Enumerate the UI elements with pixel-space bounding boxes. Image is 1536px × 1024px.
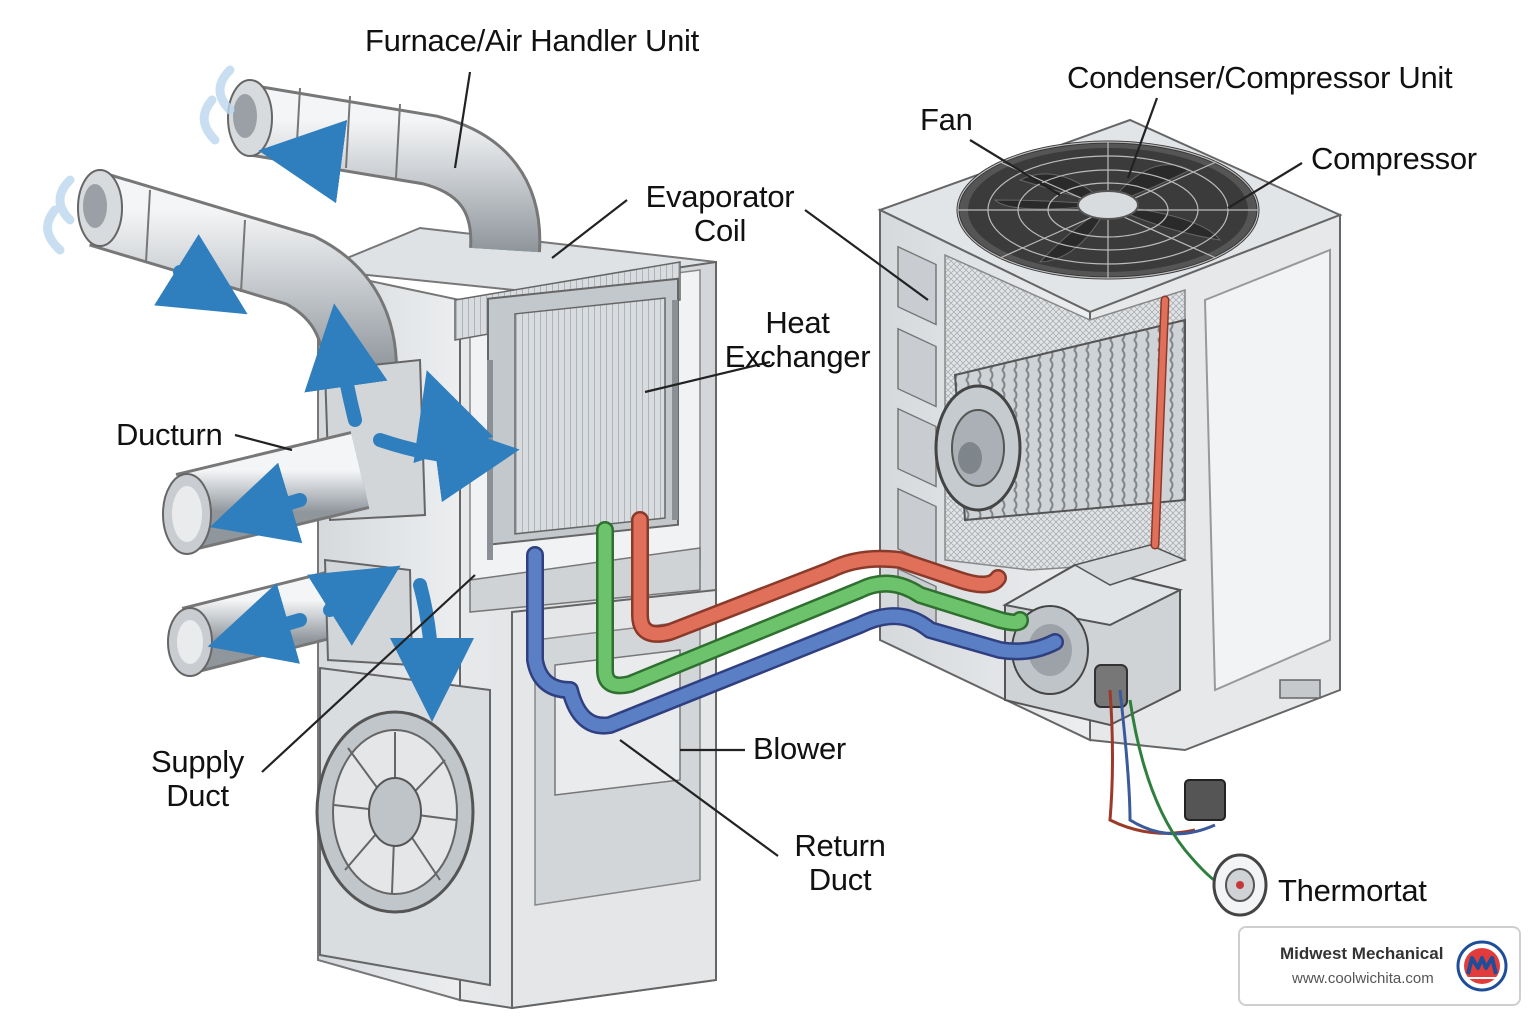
label-compressor: Compressor — [1311, 141, 1477, 176]
label-evaporator-coil-line1: Evaporator — [645, 179, 795, 214]
evaporator-coil — [454, 261, 681, 560]
label-leader-lines — [234, 71, 1303, 857]
label-return-duct-line1: Return — [794, 828, 886, 863]
thermostat-device — [1184, 779, 1268, 917]
midwest-mechanical-logo-icon — [1456, 940, 1508, 992]
label-blower: Blower — [753, 731, 846, 766]
label-thermostat: Thermortat — [1278, 873, 1427, 908]
label-return-duct-line2: Duct — [808, 862, 872, 897]
label-return-duct: Return Duct — [785, 829, 895, 897]
label-heat-exchanger: Heat Exchanger — [720, 306, 875, 374]
airflow-wisps — [43, 65, 235, 255]
label-evaporator-coil-line2: Coil — [693, 213, 747, 248]
condenser-compressor-unit — [877, 118, 1343, 752]
thermostat-wiring — [1108, 689, 1223, 887]
label-heat-exchanger-line2: Exchanger — [724, 339, 871, 374]
airflow-arrows — [154, 119, 520, 722]
condenser-fan — [956, 140, 1260, 280]
compressor — [1002, 544, 1188, 727]
condenser-coil — [934, 318, 1186, 522]
label-supply-duct: Supply Duct — [140, 745, 255, 813]
logo-website-url: www.coolwichita.com — [1292, 970, 1434, 987]
midwest-mechanical-logo-card[interactable]: Midwest Mechanical www.coolwichita.com — [1238, 926, 1521, 1006]
label-fan: Fan — [920, 102, 973, 137]
label-furnace-air-handler-unit: Furnace/Air Handler Unit — [365, 23, 699, 58]
refrigerant-lines — [526, 295, 1170, 735]
blower-fan — [315, 666, 491, 987]
logo-company-name: Midwest Mechanical — [1280, 944, 1444, 963]
label-supply-duct-line1: Supply — [151, 744, 244, 779]
label-ductwork: Ducturn — [116, 417, 223, 452]
label-condenser-compressor-unit: Condenser/Compressor Unit — [1067, 60, 1453, 95]
label-heat-exchanger-line1: Heat — [765, 305, 830, 340]
label-evaporator-coil: Evaporator Coil — [640, 180, 800, 248]
label-supply-duct-line2: Duct — [166, 778, 229, 813]
